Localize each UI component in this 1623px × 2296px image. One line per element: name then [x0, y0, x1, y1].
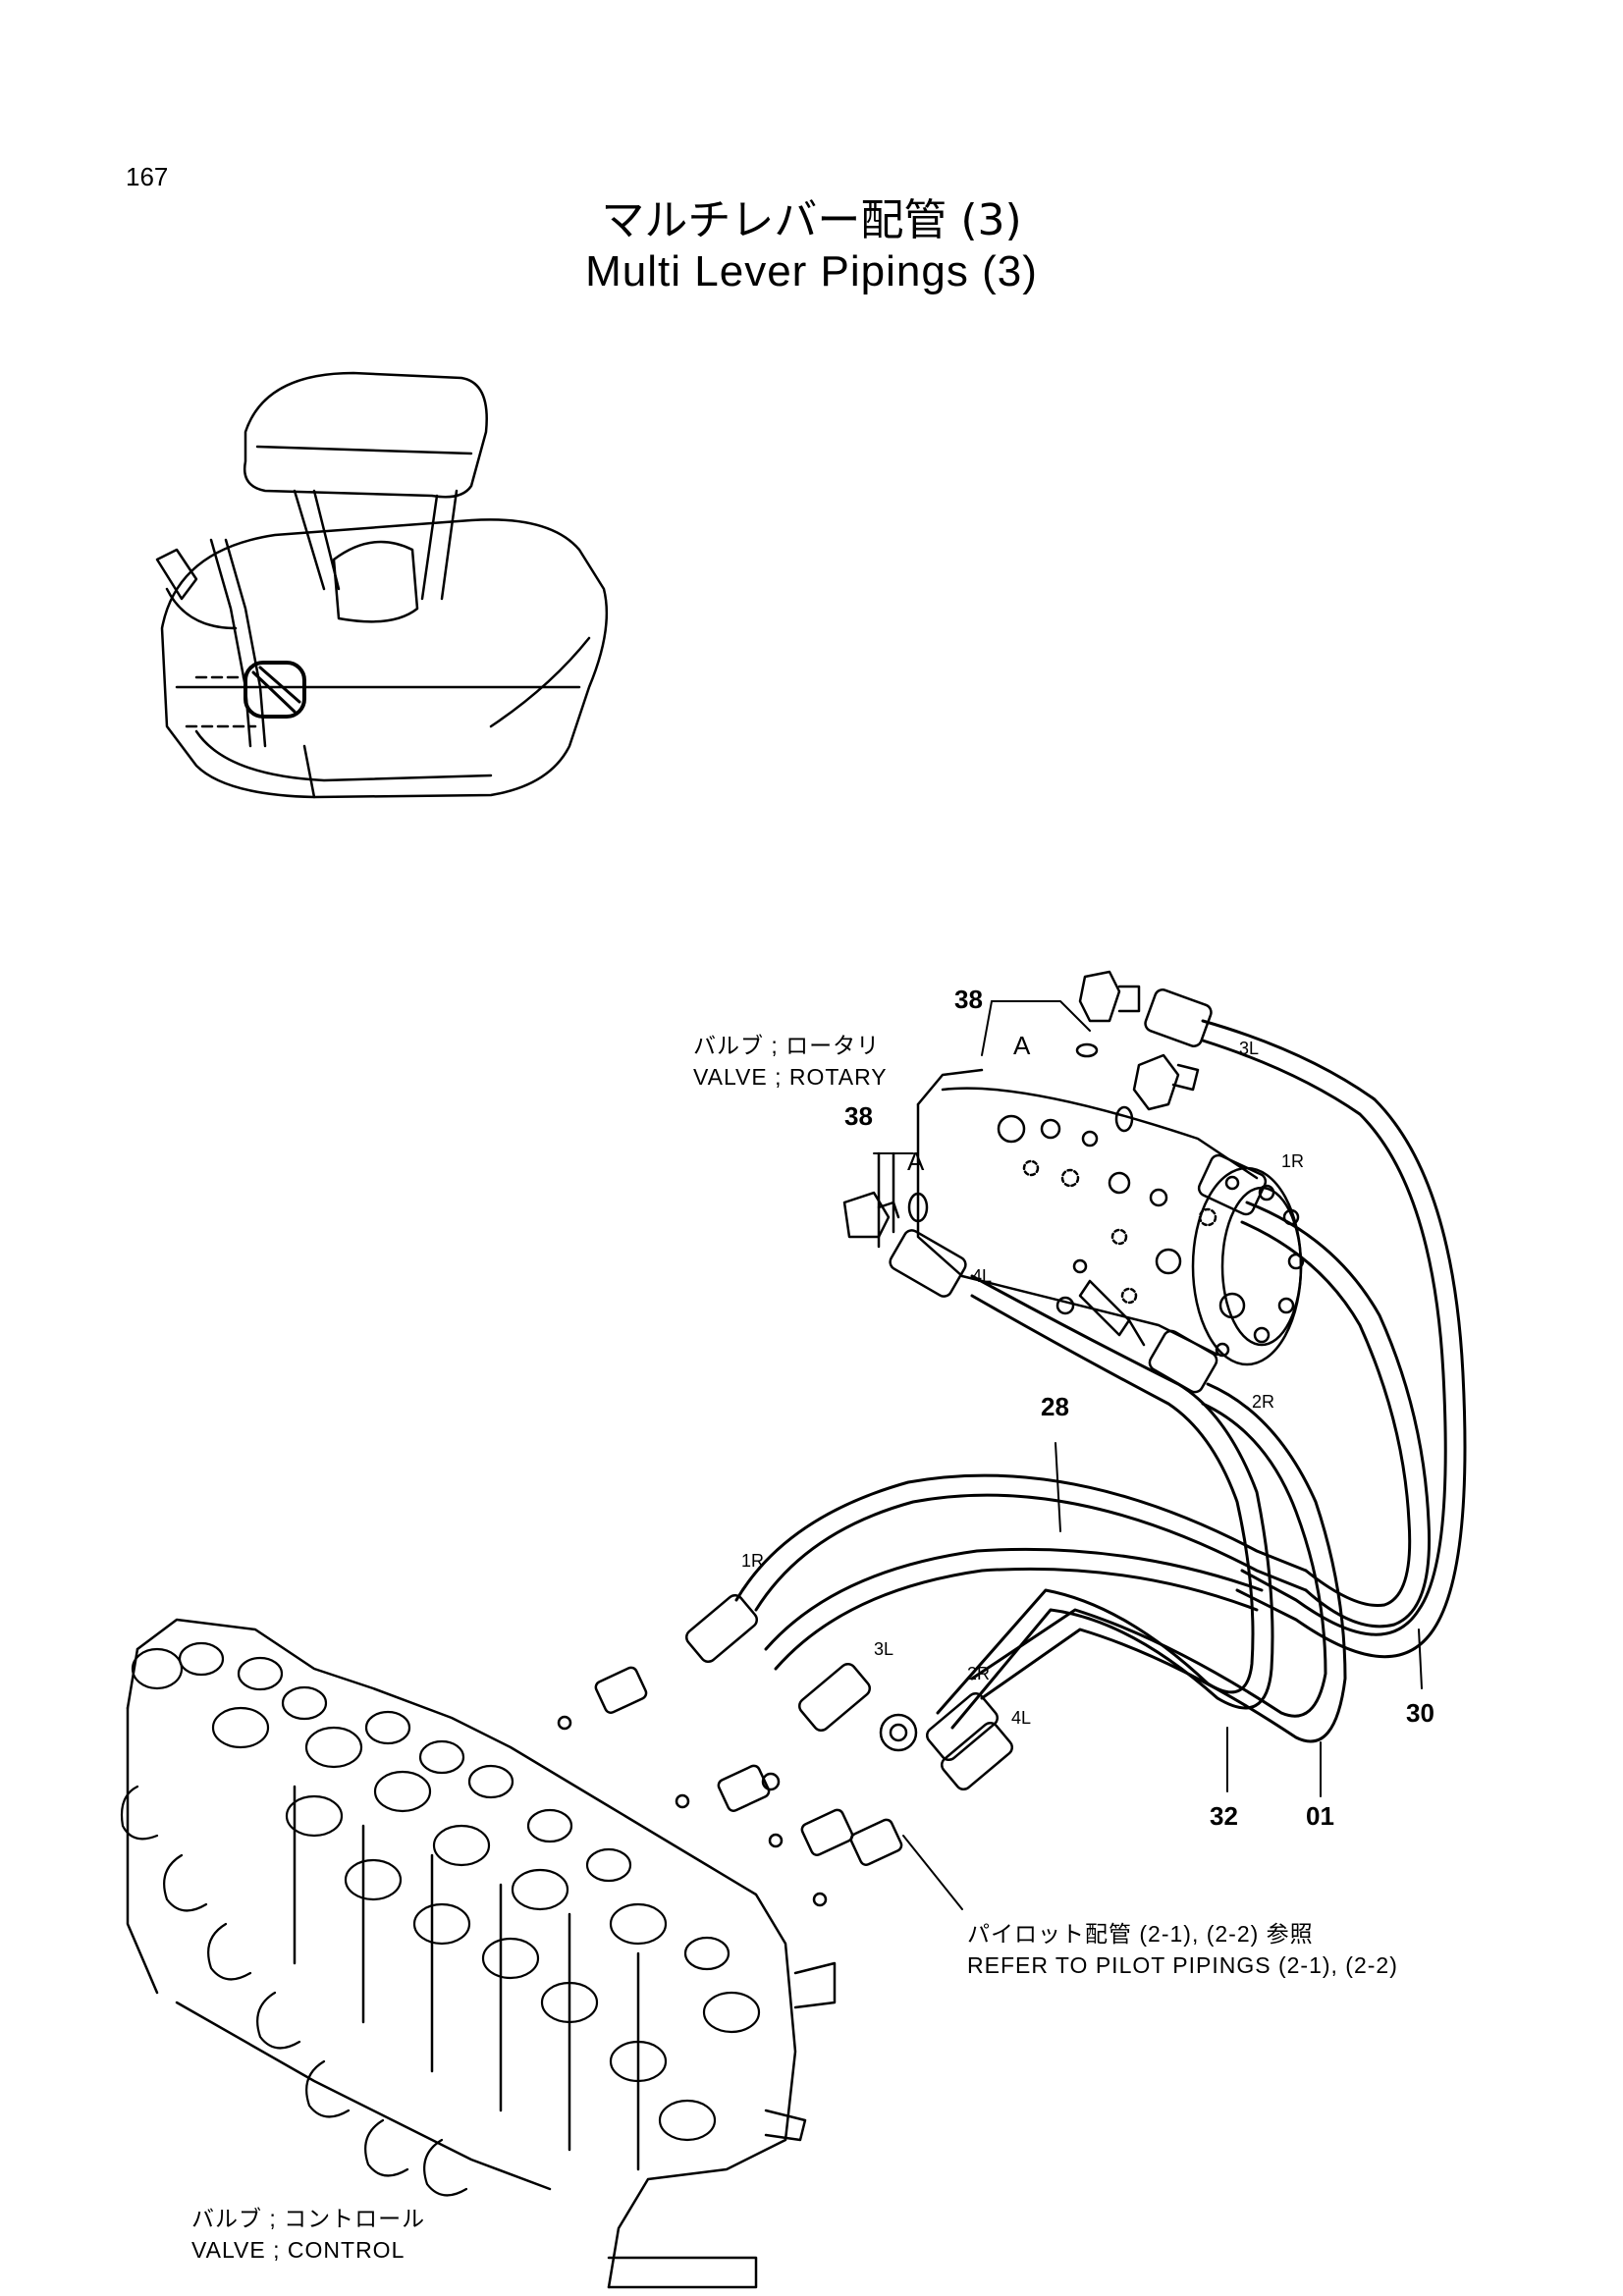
- port-2r-control: 2R: [967, 1664, 991, 1683]
- port-4l-control: 4L: [1011, 1708, 1032, 1728]
- elbow-fittings: [842, 970, 1200, 1249]
- page-title-japanese: マルチレバー配管 (3): [601, 195, 1022, 245]
- port-1r-control: 1R: [741, 1551, 765, 1571]
- hose-assemblies: [734, 1019, 1467, 1743]
- control-valve-label-en: VALVE ; CONTROL: [191, 2237, 406, 2263]
- callout-28: 28: [1041, 1392, 1069, 1421]
- o-ring-callout-a-top: A: [1013, 1031, 1031, 1060]
- control-valve-drawing: [120, 1618, 837, 2289]
- port-3l-control: 3L: [874, 1639, 894, 1659]
- callout-01: 01: [1306, 1801, 1334, 1831]
- machine-overview-illustration: [155, 371, 609, 799]
- hose-end-fittings: [557, 988, 1268, 1907]
- port-2r-rotary: 2R: [1252, 1392, 1275, 1412]
- o-ring-callout-a-left: A: [907, 1147, 925, 1176]
- page-title-english: Multi Lever Pipings (3): [585, 247, 1038, 295]
- pilot-pipings-reference-en: REFER TO PILOT PIPINGS (2-1), (2-2): [967, 1952, 1398, 1978]
- port-4l-rotary: 4L: [972, 1266, 993, 1286]
- leader-lines: [873, 1000, 1423, 1910]
- port-1r-rotary: 1R: [1281, 1151, 1305, 1171]
- control-valve-label-jp: バルブ ; コントロール: [191, 2206, 426, 2231]
- callout-32: 32: [1210, 1801, 1238, 1831]
- rotary-valve-drawing: [916, 1068, 1305, 1366]
- rotary-valve-label-jp: バルブ ; ロータリ: [693, 1033, 881, 1058]
- rotary-valve-label-en: VALVE ; ROTARY: [693, 1064, 888, 1090]
- pilot-pipings-reference-jp: パイロット配管 (2-1), (2-2) 参照: [967, 1921, 1314, 1947]
- port-3l-rotary: 3L: [1239, 1039, 1260, 1058]
- page-number: 167: [126, 162, 169, 191]
- callout-38-left: 38: [844, 1101, 873, 1131]
- callout-30: 30: [1406, 1698, 1434, 1728]
- callout-38-top: 38: [954, 985, 983, 1014]
